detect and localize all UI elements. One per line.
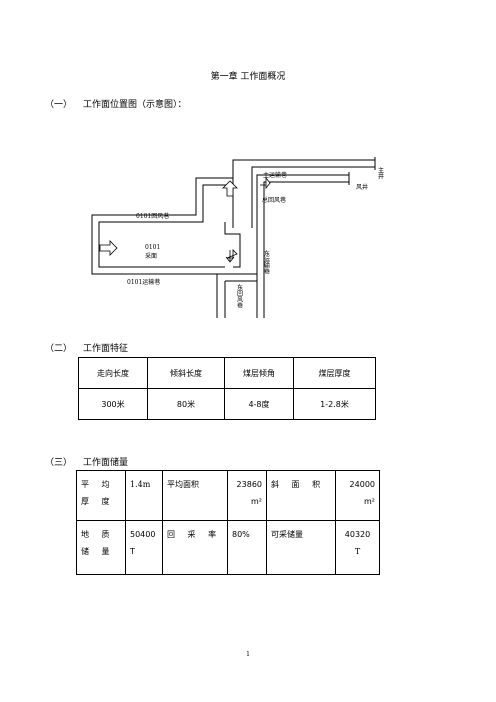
section-1-title: 工作面位置图（示意图）： — [83, 100, 187, 110]
chapter-title: 第一章 工作面概况 — [210, 72, 286, 82]
label-face-id: 0101 — [145, 244, 160, 251]
geo-reserve-unit: T — [130, 547, 135, 556]
section-1-heading: （一） 工作面位置图（示意图）： — [45, 97, 187, 110]
recoverable-label: 可采储量 — [266, 520, 336, 575]
section-3-number: （三） — [45, 458, 73, 468]
value-seam-thickness: 1-2.8米 — [293, 388, 376, 420]
return-airway-line-outer — [91, 177, 233, 224]
avg-area-label: 平均面积 — [162, 470, 228, 521]
main-haulage-line-inner — [251, 166, 375, 228]
label-face-name: 采面 — [145, 252, 157, 260]
section-3-heading: （三） 工作面储量 — [45, 455, 128, 468]
value-seam-dip: 4-8度 — [224, 388, 294, 420]
avg-area-cell: 23860 m² — [227, 470, 267, 521]
label-main-haulage: 主运输巷 — [263, 171, 287, 179]
main-return-line-inner — [263, 181, 349, 318]
geo-reserve-value: 50400 — [130, 530, 156, 539]
recoverable-cell: 40320 T — [335, 520, 380, 575]
label-main-return: 总回风巷 — [262, 196, 286, 204]
up-arrow-icon — [222, 180, 238, 197]
recoverable-unit: T — [354, 547, 361, 556]
header-seam-dip: 煤层倾角 — [224, 357, 294, 389]
face-inner-line — [98, 234, 225, 268]
label-haulage-way: 0101运输巷 — [127, 278, 160, 286]
avg-thickness-label: 平 均 厚 度 — [76, 470, 126, 521]
value-strike-length: 300米 — [78, 388, 148, 420]
section-2-number: （二） — [45, 344, 73, 354]
roadway-lines — [91, 157, 376, 318]
header-seam-thickness: 煤层厚度 — [293, 357, 376, 389]
down-arrow-icon — [226, 249, 238, 259]
section-1-number: （一） — [45, 100, 73, 110]
main-haulage-line-outer — [232, 159, 375, 228]
value-dip-length: 80米 — [147, 388, 225, 420]
avg-area-value: 23860 — [236, 480, 262, 489]
slope-area-unit: m² — [364, 497, 375, 506]
recoverable-value: 40320 — [344, 530, 371, 539]
return-airway-line-inner — [98, 184, 233, 234]
table-row: 平 均 厚 度 1.4m 平均面积 23860 m² 斜 面 积 24000 m… — [76, 470, 380, 521]
table-row: 地 质 储 量 50400 T 回 采 率 80% 可采储量 40320 T — [76, 520, 380, 575]
table-row: 走向长度 倾斜长度 煤层倾角 煤层厚度 — [78, 357, 376, 389]
section-3-title: 工作面储量 — [83, 458, 129, 468]
label-east-return: 东回风巷 — [236, 283, 243, 308]
slope-area-value: 24000 — [349, 480, 375, 489]
label-east-haulage: 东运输巷 — [263, 249, 270, 274]
header-dip-length: 倾斜长度 — [147, 357, 225, 389]
features-table: 走向长度 倾斜长度 煤层倾角 煤层厚度 300米 80米 4-8度 1-2.8米 — [78, 357, 376, 420]
avg-area-unit: m² — [251, 497, 262, 506]
section-2-heading: （二） 工作面特征 — [45, 341, 128, 354]
main-return-line-outer — [256, 174, 349, 318]
avg-thickness-value: 1.4m — [125, 470, 163, 521]
right-arrow-icon — [260, 176, 271, 190]
reserves-table: 平 均 厚 度 1.4m 平均面积 23860 m² 斜 面 积 24000 m… — [76, 470, 380, 575]
recovery-label: 回 采 率 — [162, 520, 228, 575]
header-strike-length: 走向长度 — [78, 357, 148, 389]
table-row: 300米 80米 4-8度 1-2.8米 — [78, 388, 376, 420]
down-arrow-head — [225, 256, 235, 263]
face-arrow-icon — [99, 240, 118, 256]
geo-reserve-label: 地 质 储 量 — [76, 520, 126, 575]
page-number: 1 — [246, 651, 250, 658]
slope-area-label: 斜 面 积 — [266, 470, 336, 521]
slope-area-cell: 24000 m² — [335, 470, 380, 521]
airflow-arrows — [99, 176, 271, 263]
label-return-shaft: 风井 — [356, 183, 368, 191]
face-right-line — [224, 222, 241, 268]
label-return-airway: 0101回风巷 — [136, 212, 169, 220]
label-main-shaft: 主井 — [377, 166, 384, 180]
mine-layout-diagram: 主运输巷 总回风巷 风井 主井 0101回风巷 0101 采面 0101运输巷 … — [91, 157, 384, 318]
geo-reserve-cell: 50400 T — [125, 520, 163, 575]
section-2-title: 工作面特征 — [83, 344, 129, 354]
recovery-value: 80% — [227, 520, 267, 575]
